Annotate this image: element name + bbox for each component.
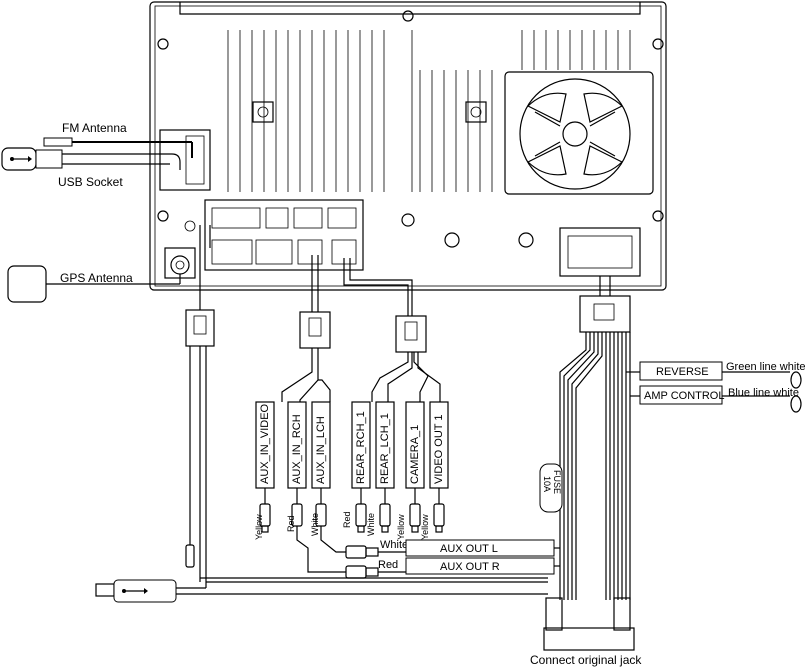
wire-label-yellow-2: Yellow <box>396 514 406 540</box>
video-out-label: VIDEO OUT 1 <box>433 415 445 484</box>
fuse-rating: 10A <box>542 476 552 492</box>
rear-lch-label: REAR_LCH_1 <box>379 413 391 484</box>
aux-out-r-wire-label: Red <box>378 559 398 571</box>
rca-plugs <box>259 488 445 573</box>
gps-antenna-label: GPS Antenna <box>60 271 133 285</box>
aux-out-l-label: AUX OUT L <box>440 543 498 555</box>
wire-label-yellow-1: Yellow <box>254 514 264 540</box>
reverse-label: REVERSE <box>656 366 709 378</box>
heat-sink-fins <box>227 30 631 192</box>
fuse-label: FUSE <box>552 470 562 494</box>
head-unit-chassis <box>149 1 667 291</box>
control-wires: REVERSE Green line white AMP CONTROL Blu… <box>639 361 806 413</box>
aux-in-lch-label: AUX_IN_LCH <box>315 416 327 484</box>
wire-label-red-2: Red <box>342 511 352 528</box>
fm-antenna-label: FM Antenna <box>62 121 127 135</box>
fan-panel <box>504 71 654 195</box>
aux-out-r-label: AUX OUT R <box>440 561 500 573</box>
wire-label-white-2: White <box>366 513 376 536</box>
harness-socket <box>559 227 641 277</box>
wire-color-labels: Yellow Red White Red White Yellow Yellow <box>254 511 430 540</box>
rear-rch-label: REAR_RCH_1 <box>355 411 367 484</box>
aux-in-rch-label: AUX_IN_RCH <box>291 414 303 484</box>
harness-cables <box>199 225 413 316</box>
bottom-usb-cable <box>95 577 548 603</box>
camera-label: CAMERA_1 <box>409 425 421 484</box>
rca-label-boxes: AUX_IN_VIDEO AUX_IN_RCH AUX_IN_LCH REAR_… <box>255 401 449 489</box>
wire-label-red-1: Red <box>286 515 296 532</box>
wire-label-yellow-3: Yellow <box>420 514 430 540</box>
gps-socket <box>164 247 196 279</box>
amp-control-label: AMP CONTROL <box>644 390 724 402</box>
usb-icon <box>122 588 148 594</box>
gps-antenna: GPS Antenna <box>7 265 181 303</box>
reverse-wire-label: Green line white <box>726 361 806 373</box>
rear-connector-block <box>204 199 364 271</box>
chassis-screws <box>157 10 664 248</box>
main-harness: FUSE 10A Connect original jack <box>530 276 642 667</box>
usb-icon <box>10 156 32 162</box>
usb-socket: USB Socket <box>1 147 181 189</box>
aux-out-section: White Red AUX OUT L AUX OUT R <box>345 539 555 579</box>
amp-wire-label: Blue line white <box>728 387 799 399</box>
wire-label-white-1: White <box>310 513 320 536</box>
usb-socket-label: USB Socket <box>58 175 123 189</box>
aux-out-l-wire-label: White <box>380 539 408 551</box>
connect-original-jack-label: Connect original jack <box>530 653 642 667</box>
inline-plug-rear <box>371 315 441 402</box>
fm-antenna: FM Antenna <box>43 121 193 158</box>
inline-plug-aux <box>281 311 331 402</box>
inline-plug-left <box>185 309 215 588</box>
aux-in-video-label: AUX_IN_VIDEO <box>259 403 271 484</box>
